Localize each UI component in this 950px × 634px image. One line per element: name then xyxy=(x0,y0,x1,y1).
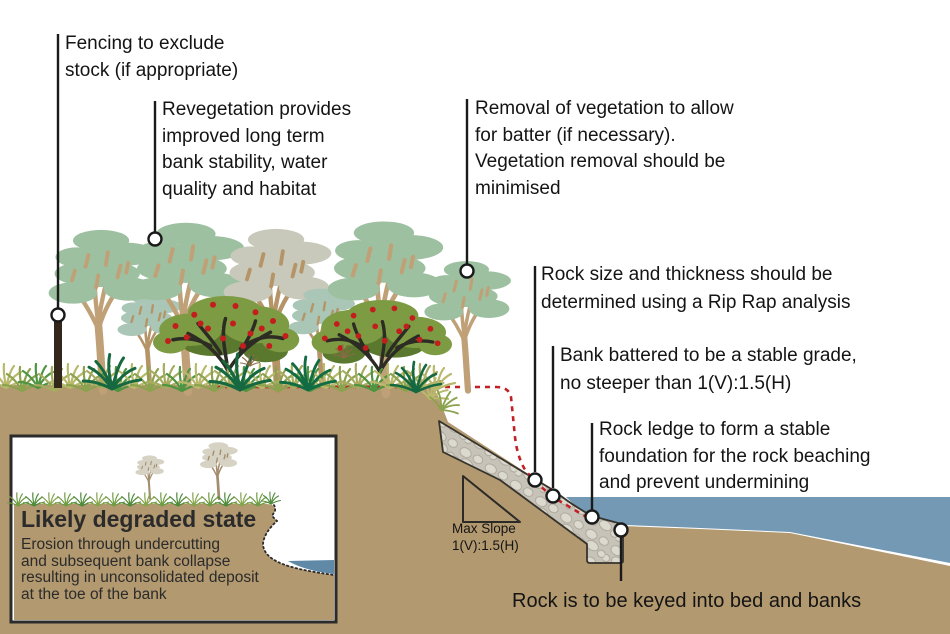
label-removal: Removal of vegetation to allow for batte… xyxy=(475,98,734,199)
inset-degraded-state xyxy=(6,434,338,624)
leader-dot-rock-keyed xyxy=(613,522,629,538)
inset-water xyxy=(288,560,334,574)
label-rock-size: Rock size and thickness should be determ… xyxy=(541,264,851,313)
label-fencing: Fencing to exclude stock (if appropriate… xyxy=(65,33,239,81)
leader-dot-rock-ledge xyxy=(584,509,600,525)
label-bank-battered: Bank battered to be a stable grade, no s… xyxy=(560,345,857,394)
leader-lines xyxy=(56,34,623,581)
original-profile-dashed-line xyxy=(215,385,593,522)
rock-beaching xyxy=(438,420,624,564)
leader-dot-removal xyxy=(459,263,475,279)
leader-dot-fencing xyxy=(50,307,66,323)
leader-dot-rock-size xyxy=(527,472,543,488)
inset-eroded-edge-dotted xyxy=(262,502,335,576)
inset-title: Likely degraded state xyxy=(21,506,257,532)
label-rock-ledge: Rock ledge to form a stable foundation f… xyxy=(599,419,871,493)
river-water xyxy=(566,497,950,563)
label-revegetation: Revegetation provides improved long term… xyxy=(162,99,352,200)
leader-dot-revegetation xyxy=(147,231,163,247)
label-max-slope: Max Slope 1(V):1.5(H) xyxy=(452,521,519,553)
slope-indicator-triangle xyxy=(462,475,521,523)
leader-dot-bank-battered xyxy=(545,488,561,504)
inset-body: Erosion through undercutting and subsequ… xyxy=(21,536,259,603)
label-rock-keyed: Rock is to be keyed into bed and banks xyxy=(512,590,862,612)
fence-post xyxy=(54,314,62,388)
leader-dots xyxy=(50,231,629,538)
inset-bank-soil xyxy=(14,504,334,620)
